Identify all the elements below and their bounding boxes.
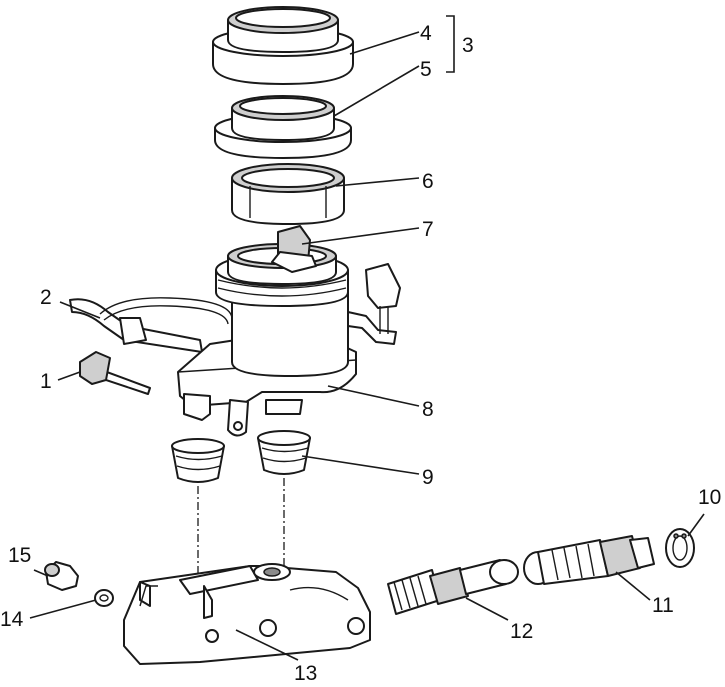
callout-1: 1 [40,370,52,393]
part-4-cap [212,6,354,85]
part-10-circlip [665,528,695,568]
part-5-seal [214,95,352,159]
part-9-grommets [171,430,311,483]
callout-13: 13 [294,662,317,685]
callout-15: 15 [8,544,31,567]
callout-5: 5 [420,58,432,81]
part-14-oring [94,589,114,607]
callout-9: 9 [422,466,434,489]
part-15-fitting [44,561,79,591]
callout-2: 2 [40,286,52,309]
leader-lines [29,15,705,661]
callout-10: 10 [698,486,721,509]
part-1-bolt [79,351,151,395]
callout-3: 3 [462,34,474,57]
callout-8: 8 [422,398,434,421]
callout-7: 7 [422,218,434,241]
part-8-reservoir [69,243,401,437]
part-11-secondary-piston [523,535,655,585]
callout-14: 14 [0,608,24,631]
callout-12: 12 [510,620,533,643]
part-12-primary-piston [387,559,519,615]
callout-4: 4 [420,22,432,45]
callout-11: 11 [652,594,674,617]
part-7-float [271,225,317,273]
part-6-strainer [231,163,345,225]
callout-6: 6 [422,170,434,193]
part-13-cylinder-body [123,563,371,665]
